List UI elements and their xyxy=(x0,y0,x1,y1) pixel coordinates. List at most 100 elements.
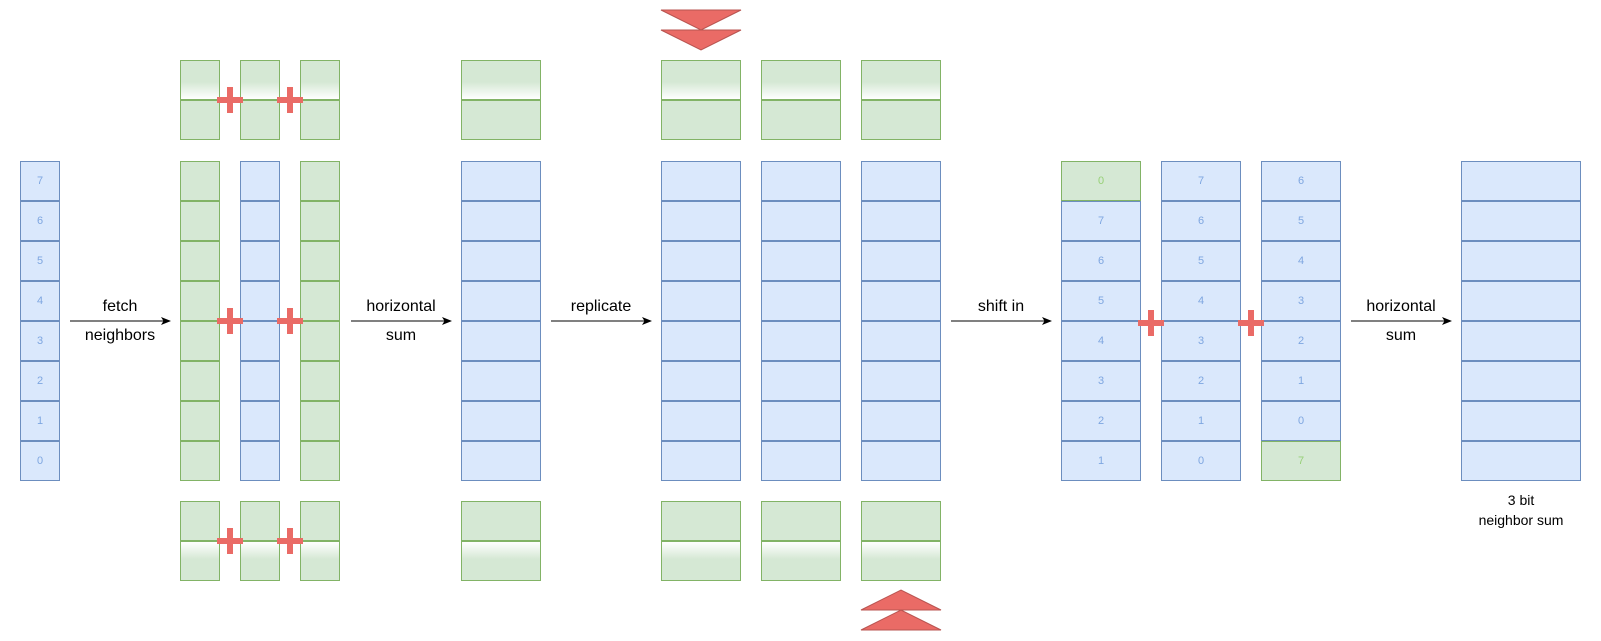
replicated-3-ghost-bottom-fade xyxy=(861,541,941,581)
hsum-column-cell xyxy=(461,361,541,401)
hsum-column-cell xyxy=(461,281,541,321)
input-column-cell: 3 xyxy=(20,321,60,361)
neighbor-left-column-cell xyxy=(180,321,220,361)
input-column-cell: 2 xyxy=(20,361,60,401)
hsum-column-cell xyxy=(461,241,541,281)
neighbor-right-ghost-bottom-fade xyxy=(300,541,340,581)
neighbor-center-ghost-bottom-fade xyxy=(240,541,280,581)
step-label-shift: shift in xyxy=(977,298,1025,315)
neighbor-left-column-cell xyxy=(180,241,220,281)
plus-icon xyxy=(217,528,243,554)
replicated-column-1-cell xyxy=(661,401,741,441)
result-column-cell xyxy=(1461,361,1581,401)
shifted-column-1-cell: 2 xyxy=(1061,401,1141,441)
replicated-column-2-cell xyxy=(761,361,841,401)
neighbor-left-column-cell xyxy=(180,361,220,401)
shifted-column-2-cell: 3 xyxy=(1161,321,1241,361)
neighbor-center-column-cell xyxy=(240,401,280,441)
replicated-column-2-cell xyxy=(761,161,841,201)
replicated-1-ghost-top-fade xyxy=(661,60,741,100)
hsum-ghost-top-fade xyxy=(461,60,541,100)
neighbor-left-ghost-top xyxy=(180,100,220,140)
replicated-column-3-cell xyxy=(861,321,941,361)
shifted-column-3-cell: 4 xyxy=(1261,241,1341,281)
plus-icon xyxy=(277,528,303,554)
neighbor-left-column-cell xyxy=(180,201,220,241)
replicated-column-3-cell xyxy=(861,201,941,241)
result-caption: 3 bit neighbor sum xyxy=(1478,492,1564,528)
replicated-1-ghost-top xyxy=(661,100,741,140)
replicated-column-1-cell xyxy=(661,281,741,321)
neighbor-center-ghost-bottom xyxy=(240,501,280,541)
shift-up-icon xyxy=(860,589,942,631)
plus-icon xyxy=(217,87,243,113)
neighbor-left-column-cell xyxy=(180,281,220,321)
result-column-cell xyxy=(1461,281,1581,321)
replicated-column-2-cell xyxy=(761,201,841,241)
hsum-column-cell xyxy=(461,201,541,241)
neighbor-right-column-cell xyxy=(300,401,340,441)
neighbor-right-column-cell xyxy=(300,361,340,401)
input-column-cell: 1 xyxy=(20,401,60,441)
replicated-column-3-cell xyxy=(861,281,941,321)
neighbor-left-ghost-bottom xyxy=(180,501,220,541)
neighbor-center-column-cell xyxy=(240,321,280,361)
replicated-column-3-cell xyxy=(861,361,941,401)
replicated-column-1-cell xyxy=(661,361,741,401)
step-label-replicate: replicate xyxy=(570,298,632,315)
plus-icon xyxy=(1238,310,1264,336)
input-column-cell: 7 xyxy=(20,161,60,201)
neighbor-center-column-cell xyxy=(240,361,280,401)
shifted-column-1-cell: 1 xyxy=(1061,441,1141,481)
neighbor-center-column-cell xyxy=(240,241,280,281)
replicated-column-3-cell xyxy=(861,441,941,481)
hsum-column-cell xyxy=(461,161,541,201)
result-column-cell xyxy=(1461,161,1581,201)
neighbor-left-column-cell xyxy=(180,161,220,201)
shifted-column-1-cell: 5 xyxy=(1061,281,1141,321)
replicated-column-1-cell xyxy=(661,441,741,481)
neighbor-right-column-cell xyxy=(300,201,340,241)
neighbor-center-ghost-top xyxy=(240,100,280,140)
neighbor-right-ghost-bottom xyxy=(300,501,340,541)
replicated-3-ghost-bottom xyxy=(861,501,941,541)
replicated-column-3-cell xyxy=(861,401,941,441)
neighbor-right-column-cell xyxy=(300,161,340,201)
replicated-1-ghost-bottom-fade xyxy=(661,541,741,581)
neighbor-right-ghost-top xyxy=(300,100,340,140)
replicated-column-1-cell xyxy=(661,321,741,361)
result-column-cell xyxy=(1461,441,1581,481)
step-label-hsum1: horizontal sum xyxy=(366,298,436,344)
replicated-column-2-cell xyxy=(761,441,841,481)
shifted-column-1-cell: 4 xyxy=(1061,321,1141,361)
replicated-2-ghost-bottom xyxy=(761,501,841,541)
replicated-column-2-cell xyxy=(761,401,841,441)
neighbor-center-column-cell xyxy=(240,281,280,321)
neighbor-right-ghost-top-fade xyxy=(300,60,340,100)
plus-icon xyxy=(1138,310,1164,336)
neighbor-right-column-cell xyxy=(300,441,340,481)
input-column-cell: 6 xyxy=(20,201,60,241)
replicated-column-2-cell xyxy=(761,241,841,281)
replicated-column-1-cell xyxy=(661,161,741,201)
hsum-column-cell xyxy=(461,441,541,481)
hsum-ghost-bottom-fade xyxy=(461,541,541,581)
shifted-column-1-cell: 0 xyxy=(1061,161,1141,201)
shifted-column-3-cell: 1 xyxy=(1261,361,1341,401)
shifted-column-2-cell: 6 xyxy=(1161,201,1241,241)
shifted-column-1-cell: 3 xyxy=(1061,361,1141,401)
replicated-1-ghost-bottom xyxy=(661,501,741,541)
result-column-cell xyxy=(1461,201,1581,241)
result-column-cell xyxy=(1461,321,1581,361)
shifted-column-3-cell: 6 xyxy=(1261,161,1341,201)
neighbor-left-column-cell xyxy=(180,441,220,481)
hsum-column-cell xyxy=(461,401,541,441)
replicated-2-ghost-top-fade xyxy=(761,60,841,100)
shift-down-icon xyxy=(660,9,742,51)
neighbor-right-column-cell xyxy=(300,281,340,321)
shifted-column-3-cell: 2 xyxy=(1261,321,1341,361)
replicated-column-3-cell xyxy=(861,241,941,281)
plus-icon xyxy=(277,87,303,113)
